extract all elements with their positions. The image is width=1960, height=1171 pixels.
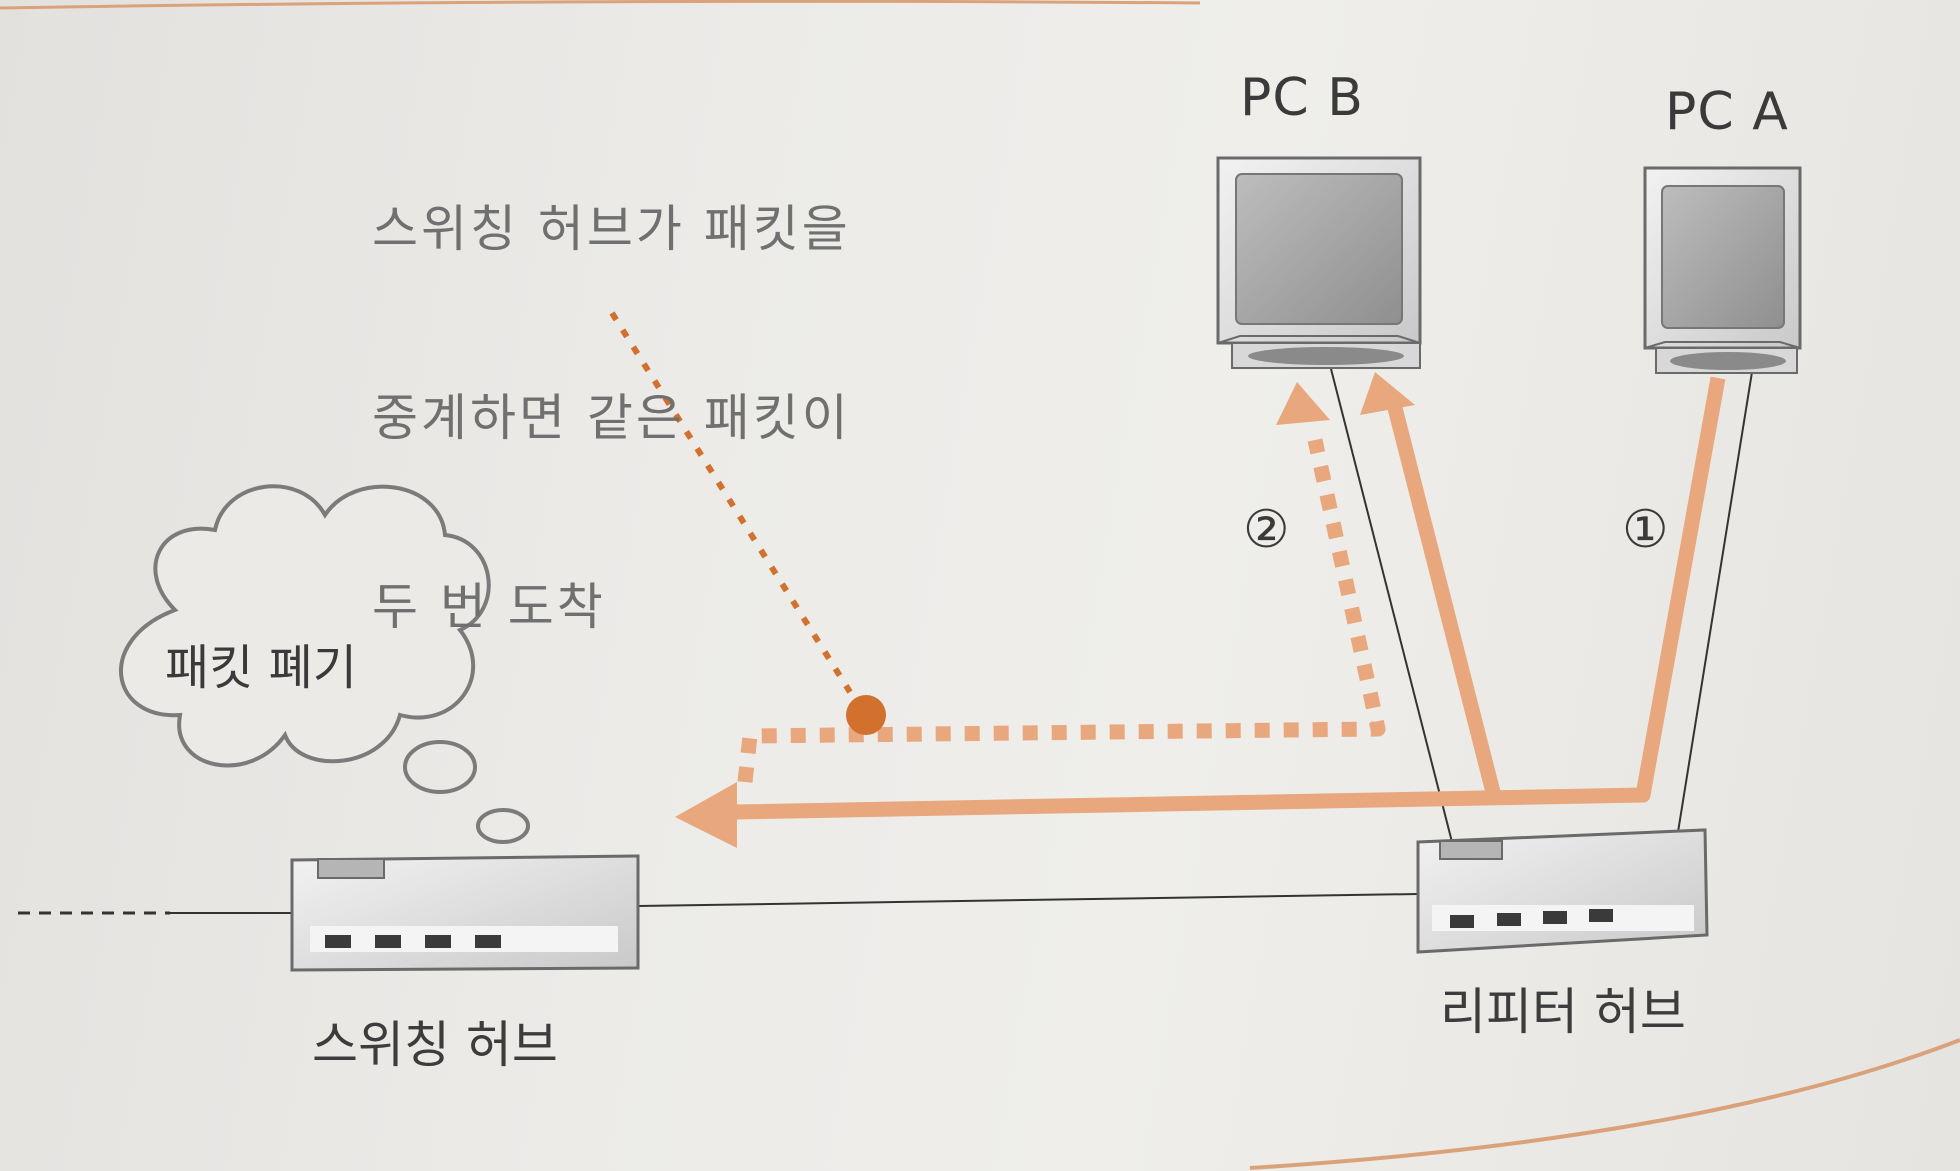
note-text: 스위칭 허브가 패킷을 중계하면 같은 패킷이 두 번 도착 bbox=[372, 72, 851, 765]
cloud-text: 패킷 폐기 bbox=[165, 640, 357, 696]
arrowhead-pc-b-solid bbox=[1360, 372, 1415, 415]
packet-path-solid bbox=[734, 376, 1726, 820]
arrowhead-pc-b-dashed bbox=[1276, 382, 1330, 425]
note-line-1: 스위칭 허브가 패킷을 bbox=[372, 200, 851, 258]
cloud-bubble-large bbox=[403, 740, 477, 794]
note-line-3: 두 번 도착 bbox=[372, 578, 606, 636]
cable-pc-a bbox=[1677, 371, 1753, 833]
note-leader-line bbox=[609, 311, 853, 694]
pc-b-monitor bbox=[1216, 156, 1422, 369]
packet-path-to-pc-b bbox=[1387, 406, 1503, 802]
repeater-hub-device bbox=[1416, 828, 1709, 954]
pc-b-label: PC B bbox=[1240, 68, 1364, 128]
cloud-bubble-small bbox=[476, 808, 530, 844]
pc-a-label: PC A bbox=[1665, 82, 1789, 142]
arrowhead-switch bbox=[675, 782, 737, 848]
switching-hub-label: 스위칭 허브 bbox=[312, 1016, 558, 1074]
page-edge-top bbox=[0, 0, 1201, 10]
cable-pc-b bbox=[1329, 364, 1453, 843]
step-2-label: ② bbox=[1243, 500, 1290, 560]
relay-point-dot bbox=[846, 695, 886, 735]
step-1-label: ① bbox=[1622, 500, 1669, 560]
cable-switch-to-repeater bbox=[637, 893, 1419, 907]
note-line-2: 중계하면 같은 패킷이 bbox=[372, 389, 851, 447]
pc-a-monitor bbox=[1643, 166, 1802, 374]
packet-path-dashed bbox=[737, 438, 1386, 783]
repeater-hub-label: 리피터 허브 bbox=[1440, 983, 1686, 1041]
switching-hub-device bbox=[290, 854, 640, 972]
page-edge-bottom bbox=[1249, 1038, 1960, 1170]
discard-cloud bbox=[119, 484, 491, 768]
